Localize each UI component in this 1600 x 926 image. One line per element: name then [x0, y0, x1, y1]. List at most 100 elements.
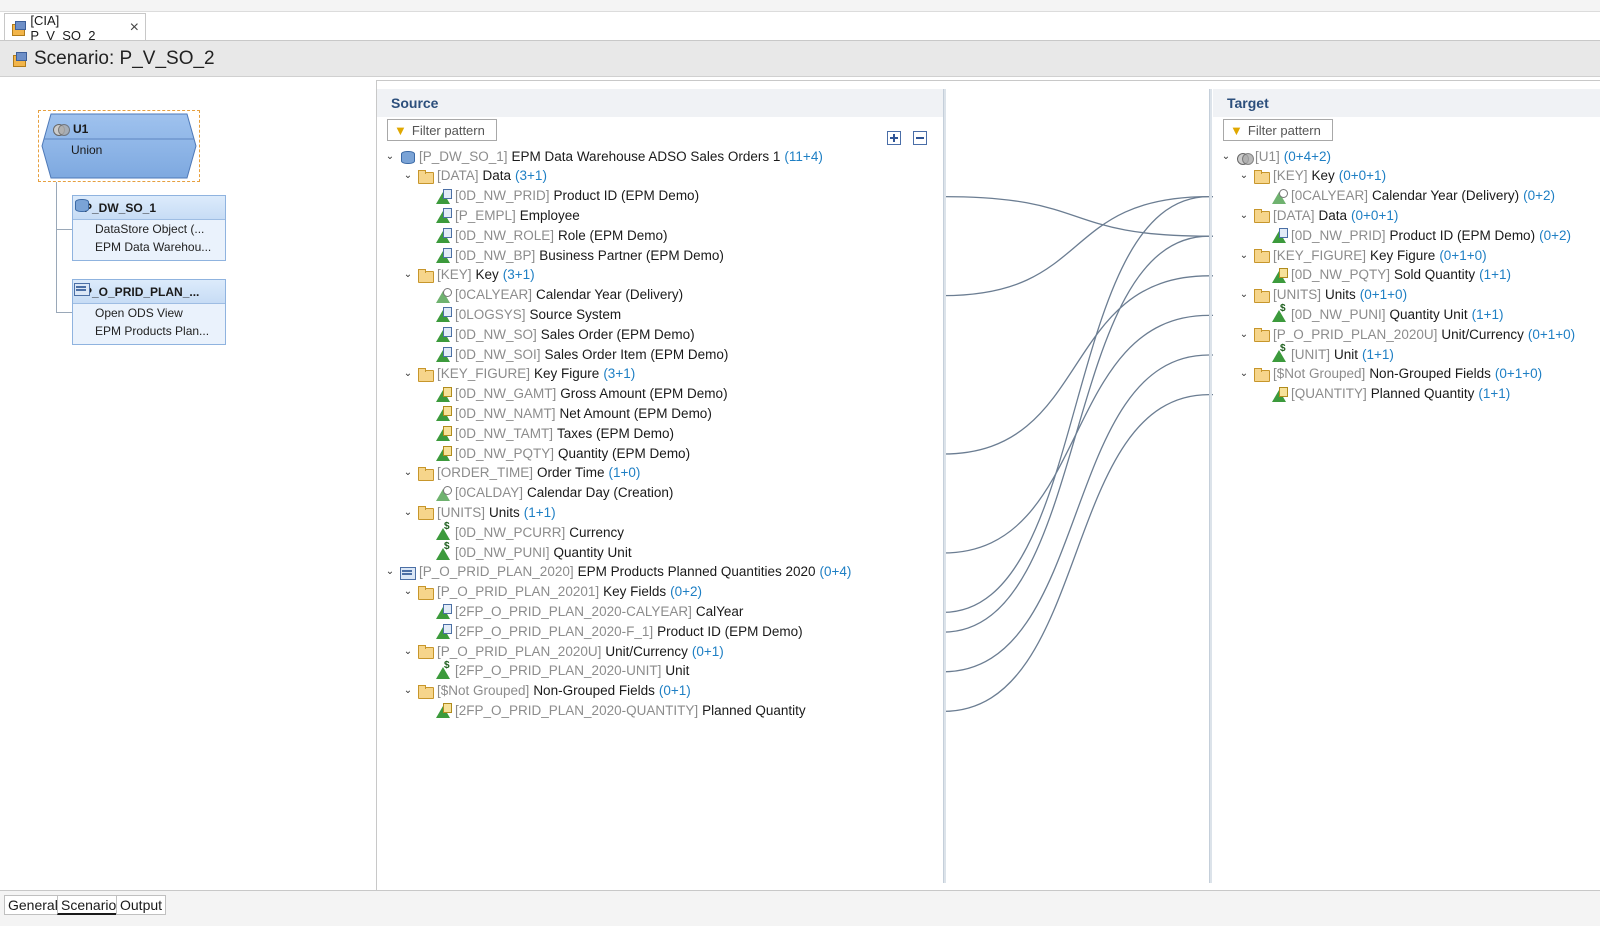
- chevron-down-icon[interactable]: ⌄: [403, 586, 413, 598]
- source-tree-row[interactable]: ⌄[DATA]Data(3+1): [401, 166, 547, 186]
- chevron-down-icon[interactable]: ⌄: [403, 269, 413, 281]
- chevron-down-icon[interactable]: ⌄: [1239, 328, 1249, 340]
- target-tree-row[interactable]: [0D_NW_PRID]Product ID (EPM Demo)(0+2): [1255, 225, 1571, 245]
- source-tree-row[interactable]: [0CALDAY]Calendar Day (Creation): [419, 483, 673, 503]
- target-tree-row[interactable]: ⌄[KEY]Key(0+0+1): [1237, 166, 1386, 186]
- editor-tab[interactable]: [CIA] P_V_SO_2 ×: [4, 13, 146, 43]
- chevron-down-icon[interactable]: ⌄: [403, 467, 413, 479]
- field-count: (0+2): [670, 584, 703, 600]
- target-tree-row[interactable]: [QUANTITY]Planned Quantity(1+1): [1255, 384, 1510, 404]
- target-tree-row[interactable]: ⌄[KEY_FIGURE]Key Figure(0+1+0): [1237, 245, 1487, 265]
- source-tree-row[interactable]: [P_EMPL]Employee: [419, 205, 580, 225]
- open-ods-view-node[interactable]: P_O_PRID_PLAN_... Open ODS View EPM Prod…: [72, 279, 226, 345]
- source-tree-row[interactable]: ⌄[P_DW_SO_1]EPM Data Warehouse ADSO Sale…: [383, 146, 823, 166]
- mapping-line[interactable]: [746, 195, 1286, 614]
- source-tree-row[interactable]: ⌄[P_O_PRID_PLAN_20201]Key Fields(0+2): [401, 582, 702, 602]
- field-technical-name: [P_DW_SO_1]: [419, 148, 508, 164]
- node-type: Open ODS View: [95, 306, 183, 320]
- tab-general[interactable]: General: [4, 895, 62, 915]
- source-tree-row[interactable]: ⌄[KEY]Key(3+1): [401, 265, 535, 285]
- mapping-line[interactable]: [693, 275, 1286, 455]
- source-tree-row[interactable]: ⌄[P_O_PRID_PLAN_2020U]Unit/Currency(0+1): [401, 641, 724, 661]
- mapping-line[interactable]: [805, 235, 1286, 633]
- time-characteristic-icon: [435, 287, 452, 303]
- close-icon[interactable]: ×: [129, 18, 139, 36]
- union-node-selection[interactable]: U1 Union: [38, 110, 200, 182]
- target-tree-row[interactable]: [0CALYEAR]Calendar Year (Delivery)(0+2): [1255, 186, 1555, 206]
- chevron-down-icon[interactable]: ⌄: [403, 170, 413, 182]
- folder-icon: [1253, 168, 1270, 184]
- target-tree-row[interactable]: ⌄[DATA]Data(0+0+1): [1237, 205, 1398, 225]
- chevron-down-icon[interactable]: ⌄: [403, 368, 413, 380]
- field-technical-name: [0D_NW_PRID]: [455, 188, 550, 204]
- target-tree-row[interactable]: [UNIT]Unit(1+1): [1255, 343, 1394, 364]
- source-tree-row[interactable]: ⌄[ORDER_TIME]Order Time(1+0): [401, 463, 640, 483]
- mapping-line[interactable]: [692, 354, 1286, 673]
- collapse-all-icon[interactable]: [913, 131, 927, 145]
- source-tree-row[interactable]: [0D_NW_BP]Business Partner (EPM Demo): [419, 245, 724, 265]
- field-description: Quantity Unit: [553, 544, 632, 560]
- chevron-down-icon[interactable]: ⌄: [1239, 289, 1249, 301]
- target-tree-row[interactable]: ⌄[$Not Grouped]Non-Grouped Fields(0+1+0): [1237, 364, 1542, 384]
- chevron-down-icon[interactable]: ⌄: [1239, 209, 1249, 221]
- source-tree-row[interactable]: ⌄[KEY_FIGURE]Key Figure(3+1): [401, 364, 635, 384]
- source-tree-row[interactable]: [0D_NW_SOI]Sales Order Item (EPM Demo): [419, 344, 728, 364]
- target-tree-row[interactable]: [0D_NW_PQTY]Sold Quantity(1+1): [1255, 265, 1511, 285]
- expand-all-icon[interactable]: [887, 131, 901, 145]
- node-name: P_DW_SO_1: [84, 200, 157, 215]
- union-node[interactable]: U1 Union: [41, 113, 197, 179]
- target-tree-row[interactable]: [0D_NW_PUNI]Quantity Unit(1+1): [1255, 303, 1503, 324]
- source-tree-row[interactable]: [0D_NW_NAMT]Net Amount (EPM Demo): [419, 403, 712, 423]
- field-technical-name: [0CALYEAR]: [455, 287, 533, 303]
- source-tree-row[interactable]: [0D_NW_PQTY]Quantity (EPM Demo): [419, 443, 690, 463]
- source-tree-row[interactable]: [0D_NW_SO]Sales Order (EPM Demo): [419, 324, 695, 344]
- tab-scenario[interactable]: Scenario: [57, 895, 121, 915]
- mapping-line[interactable]: [686, 195, 1286, 297]
- field-technical-name: [0D_NW_PQTY]: [455, 445, 555, 461]
- source-tree-row[interactable]: [0D_NW_PCURR]Currency: [419, 521, 624, 542]
- chevron-down-icon[interactable]: ⌄: [385, 566, 395, 578]
- source-tree-row[interactable]: [0CALYEAR]Calendar Year (Delivery): [419, 285, 683, 305]
- characteristic-icon: [435, 207, 452, 224]
- datastore-node[interactable]: P_DW_SO_1 DataStore Object (... EPM Data…: [72, 195, 226, 261]
- source-tree-row[interactable]: [0D_NW_GAMT]Gross Amount (EPM Demo): [419, 384, 728, 404]
- target-tree-row[interactable]: ⌄[UNITS]Units(0+1+0): [1237, 285, 1407, 305]
- chevron-down-icon[interactable]: ⌄: [403, 685, 413, 697]
- chevron-down-icon[interactable]: ⌄: [1221, 150, 1231, 162]
- source-tree-row[interactable]: [2FP_O_PRID_PLAN_2020-CALYEAR]CalYear: [419, 601, 743, 621]
- unit-icon: [435, 541, 451, 560]
- source-tree-row[interactable]: [0D_NW_PUNI]Quantity Unit: [419, 541, 632, 562]
- target-tree-row[interactable]: ⌄[U1](0+4+2): [1219, 146, 1331, 166]
- mapping-line[interactable]: [808, 393, 1286, 713]
- field-technical-name: [0D_NW_TAMT]: [455, 425, 554, 441]
- source-filter-input[interactable]: ▼ Filter pattern: [387, 119, 497, 141]
- scenario-connector: [56, 182, 57, 312]
- source-tree-row[interactable]: ⌄[$Not Grouped]Non-Grouped Fields(0+1): [401, 681, 691, 701]
- chevron-down-icon[interactable]: ⌄: [385, 150, 395, 162]
- source-panel-edge[interactable]: [943, 89, 946, 883]
- target-panel-edge[interactable]: [1209, 89, 1212, 883]
- source-tree-row[interactable]: [0D_NW_ROLE]Role (EPM Demo): [419, 225, 668, 245]
- mapping-line[interactable]: [702, 195, 1286, 237]
- source-tree-row[interactable]: ⌄[P_O_PRID_PLAN_2020]EPM Products Planne…: [383, 562, 851, 582]
- tab-output[interactable]: Output: [116, 895, 167, 915]
- source-tree-row[interactable]: [2FP_O_PRID_PLAN_2020-QUANTITY]Planned Q…: [419, 700, 806, 720]
- target-filter-input[interactable]: ▼ Filter pattern: [1223, 119, 1333, 141]
- chevron-down-icon[interactable]: ⌄: [1239, 249, 1249, 261]
- target-tree-row[interactable]: ⌄[P_O_PRID_PLAN_2020U]Unit/Currency(0+1+…: [1237, 324, 1575, 344]
- source-tree-row[interactable]: [2FP_O_PRID_PLAN_2020-UNIT]Unit: [419, 660, 689, 681]
- source-tree-row[interactable]: [0D_NW_PRID]Product ID (EPM Demo): [419, 186, 699, 206]
- field-technical-name: [P_O_PRID_PLAN_2020]: [419, 564, 574, 580]
- field-technical-name: [0CALYEAR]: [1291, 188, 1369, 204]
- field-description: Key Figure: [1370, 247, 1436, 263]
- chevron-down-icon[interactable]: ⌄: [1239, 368, 1249, 380]
- source-tree-row[interactable]: [0LOGSYS]Source System: [419, 304, 621, 324]
- source-tree-row[interactable]: [0D_NW_TAMT]Taxes (EPM Demo): [419, 423, 674, 443]
- chevron-down-icon[interactable]: ⌄: [403, 645, 413, 657]
- chevron-down-icon[interactable]: ⌄: [1239, 170, 1249, 182]
- field-count: (3+1): [515, 168, 547, 184]
- source-header: Source: [377, 89, 945, 117]
- source-tree-row[interactable]: ⌄[UNITS]Units(1+1): [401, 502, 556, 522]
- source-tree-row[interactable]: [2FP_O_PRID_PLAN_2020-F_1]Product ID (EP…: [419, 621, 803, 641]
- chevron-down-icon[interactable]: ⌄: [403, 506, 413, 518]
